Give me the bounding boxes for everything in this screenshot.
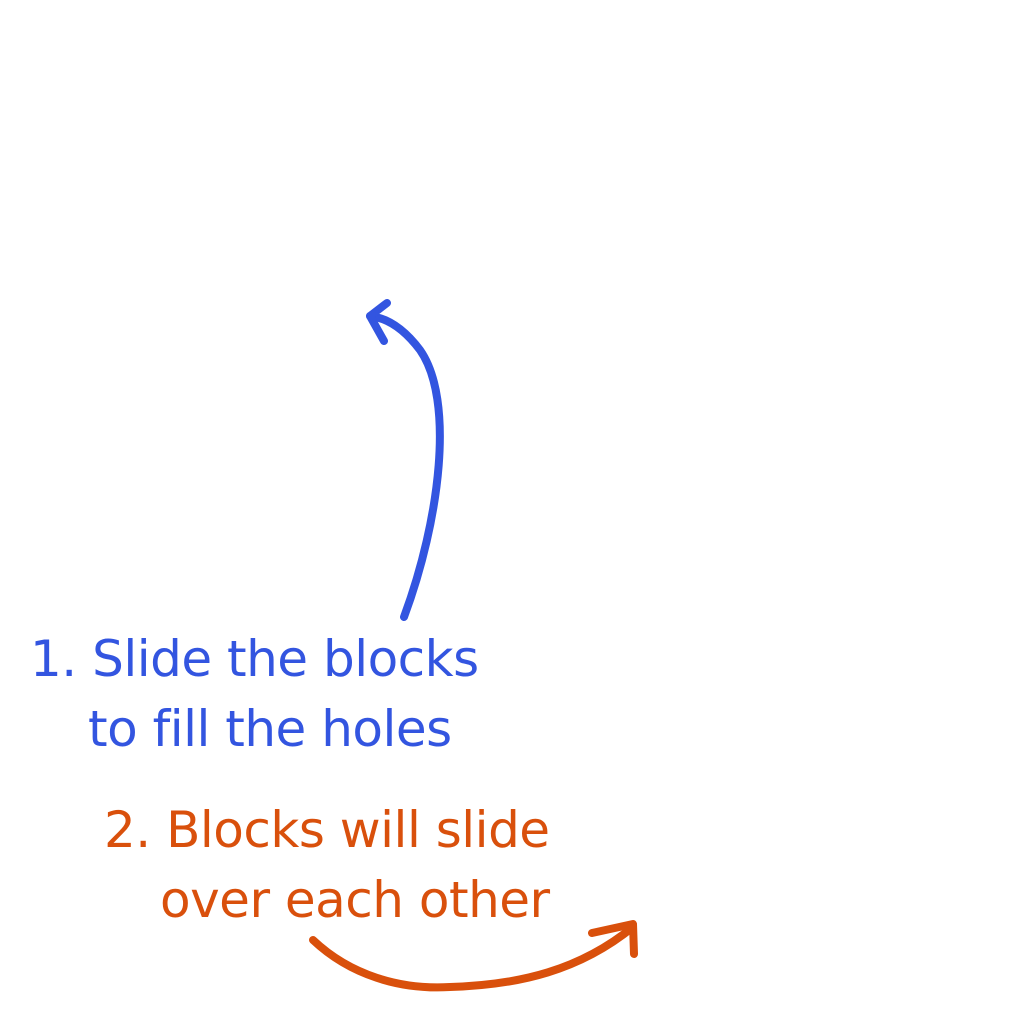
- arrow-up-shaft: [366, 312, 444, 621]
- arrow-right-shaft: [309, 923, 637, 992]
- arrow-up-head: [366, 299, 391, 345]
- hint-step-one: 1. Slide the blocks to fill the holes: [30, 624, 479, 764]
- hint-step-two-line2: over each other: [160, 871, 550, 929]
- hint-step-one-line2: to fill the holes: [88, 700, 452, 758]
- hint-step-two-line1: 2. Blocks will slide: [104, 801, 550, 859]
- hint-step-one-line1: 1. Slide the blocks: [30, 630, 479, 688]
- hint-step-two: 2. Blocks will slide over each other: [104, 795, 550, 935]
- arrow-right-head: [588, 920, 638, 958]
